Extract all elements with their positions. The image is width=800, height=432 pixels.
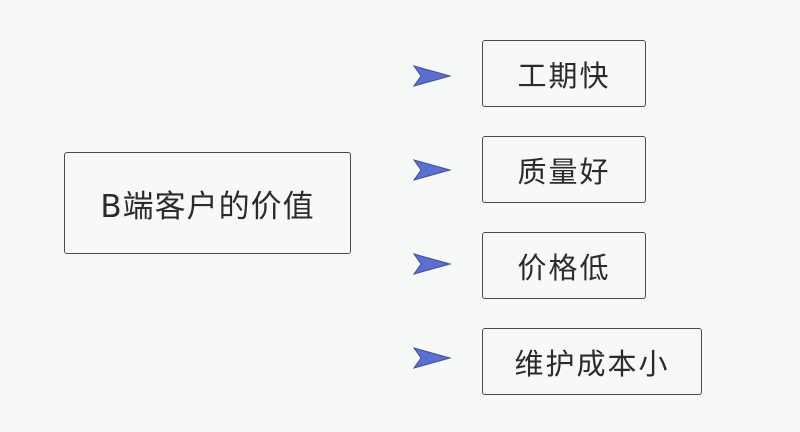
value-item-box-1: 工期快 [482,40,646,107]
arrow-icon [412,253,452,275]
value-item-label: 质量好 [517,154,611,189]
arrow-icon [412,347,452,369]
value-item-label: 维护成本小 [514,346,670,381]
main-node-label: B端客户的价值 [100,188,315,225]
value-item-label: 价格低 [517,250,611,285]
value-item-box-3: 价格低 [482,232,646,299]
arrow-icon [412,159,452,181]
value-item-box-2: 质量好 [482,136,646,203]
value-item-box-4: 维护成本小 [482,328,702,395]
main-node-box: B端客户的价值 [64,152,351,254]
value-item-label: 工期快 [517,58,611,93]
arrow-icon [412,65,452,87]
